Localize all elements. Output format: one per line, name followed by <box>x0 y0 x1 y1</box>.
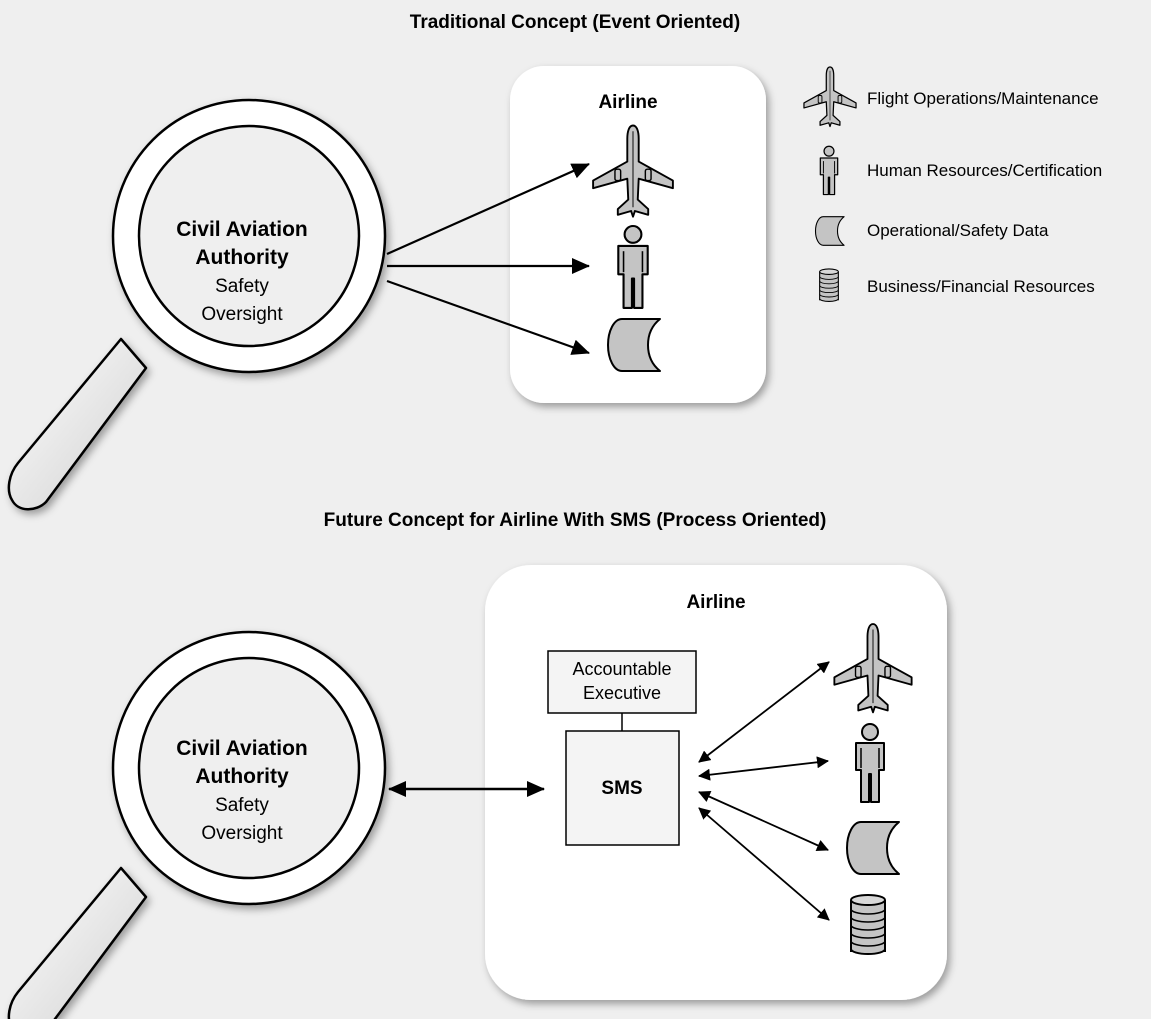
lens-top-line1: Civil Aviation <box>176 218 307 241</box>
legend-coin-stack-icon <box>819 268 839 302</box>
bottom-title: Future Concept for Airline With SMS (Pro… <box>324 510 827 531</box>
lens-bottom-line1: Civil Aviation <box>176 737 307 760</box>
arrow-lens-to-data <box>386 279 590 355</box>
legend-label-flight-ops: Flight Operations/Maintenance <box>867 89 1099 108</box>
airline-label-bottom: Airline <box>686 592 745 613</box>
accountable-executive-box <box>547 650 697 714</box>
lens-bottom-line2: Authority <box>195 765 289 788</box>
legend-airplane-icon <box>803 66 857 128</box>
arrow-sms-person <box>698 756 829 781</box>
legend-label-financial: Business/Financial Resources <box>867 277 1095 296</box>
legend-data-cylinder-icon <box>814 216 845 246</box>
accountable-line1: Accountable <box>572 659 671 679</box>
sms-label: SMS <box>601 778 642 799</box>
legend-label-safety-data: Operational/Safety Data <box>867 221 1049 240</box>
lens-text-top: Civil Aviation Authority Safety Oversigh… <box>176 218 307 325</box>
legend-label-human-resources: Human Resources/Certification <box>867 161 1102 180</box>
lens-text-bottom: Civil Aviation Authority Safety Oversigh… <box>176 737 307 844</box>
airline-label-top: Airline <box>598 92 657 113</box>
arrow-sms-coins <box>698 807 830 921</box>
sms-box <box>565 730 680 846</box>
accountable-line2: Executive <box>583 683 661 703</box>
arrow-lens-to-airplane <box>386 162 590 256</box>
top-title: Traditional Concept (Event Oriented) <box>410 12 740 33</box>
magnifier-top <box>7 98 387 511</box>
magnifier-bottom <box>7 630 387 1019</box>
arrow-sms-airplane <box>698 661 830 763</box>
coin-stack-icon-bottom <box>850 894 886 955</box>
legend: Flight Operations/Maintenance Human Reso… <box>803 66 1102 302</box>
lens-top-line4: Oversight <box>201 304 283 325</box>
lens-top-line3: Safety <box>215 276 269 297</box>
lens-top-line2: Authority <box>195 246 289 269</box>
lens-bottom-line4: Oversight <box>201 823 283 844</box>
legend-person-icon <box>819 145 839 196</box>
lens-bottom-line3: Safety <box>215 795 269 816</box>
